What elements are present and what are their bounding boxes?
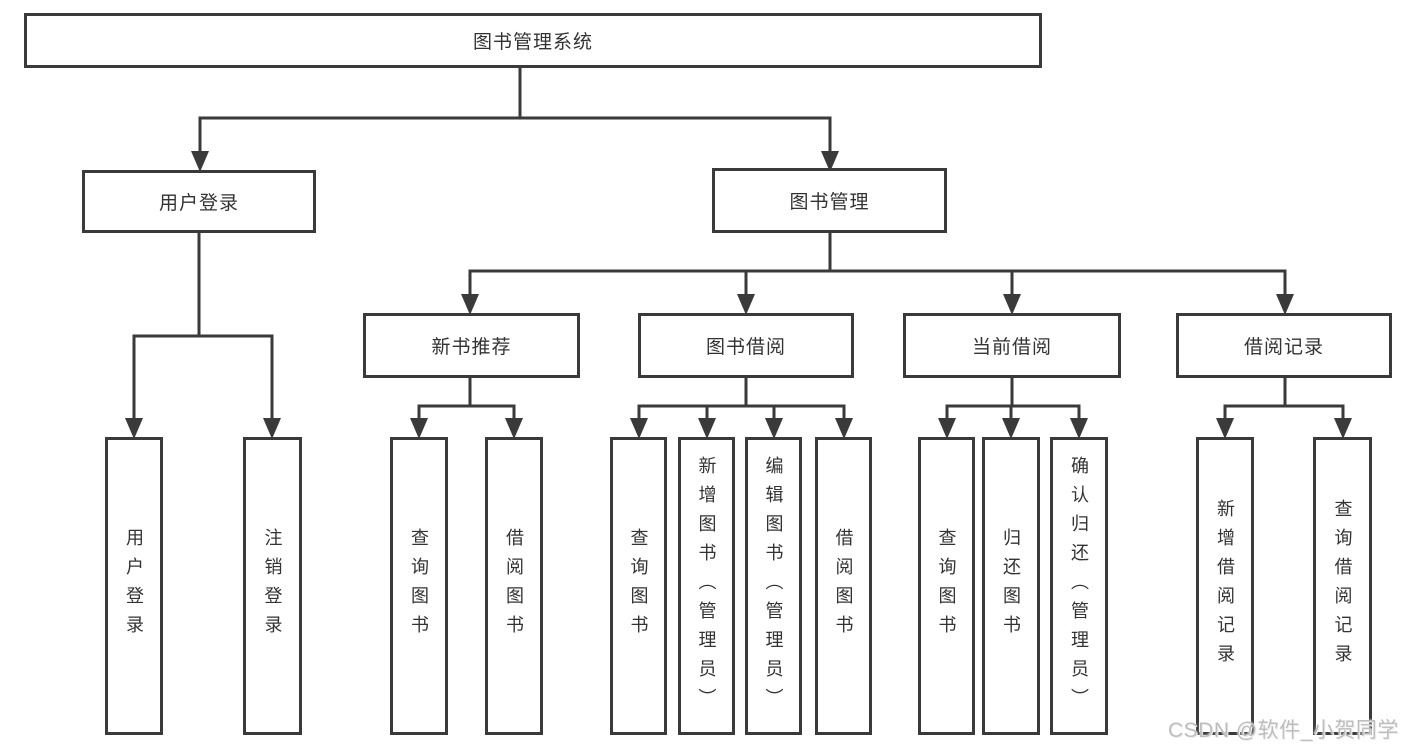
node-leaf-return-book: 归还图书 bbox=[982, 437, 1040, 735]
arrowhead-icon bbox=[765, 418, 783, 439]
node-new-book-recommend: 新书推荐 bbox=[363, 313, 580, 378]
arrowhead-icon bbox=[1070, 418, 1088, 439]
node-book-management-label: 图书管理 bbox=[789, 192, 870, 213]
node-leaf-edit-book-admin: 编辑图书（管理员） bbox=[745, 437, 802, 735]
node-root-label: 图书管理系统 bbox=[472, 32, 593, 53]
node-leaf-borrow-book-borrowing: 借阅图书 bbox=[815, 437, 872, 735]
node-leaf-return-book-label: 归还图书 bbox=[1001, 528, 1021, 644]
arrowhead-icon bbox=[191, 151, 209, 172]
arrowhead-icon bbox=[698, 418, 716, 439]
node-leaf-query-borrow-record: 查询借阅记录 bbox=[1313, 437, 1372, 735]
arrowhead-icon bbox=[1003, 294, 1021, 315]
node-book-borrowing: 图书借阅 bbox=[638, 313, 854, 378]
node-root: 图书管理系统 bbox=[24, 13, 1042, 68]
node-leaf-query-book-recommend-label: 查询图书 bbox=[409, 528, 429, 644]
node-leaf-edit-book-admin-label: 编辑图书（管理员） bbox=[763, 455, 784, 717]
node-leaf-logout: 注销登录 bbox=[243, 437, 302, 735]
node-leaf-borrow-book-borrowing-label: 借阅图书 bbox=[833, 528, 854, 644]
arrowhead-icon bbox=[1334, 418, 1352, 439]
node-leaf-add-borrow-record-label: 新增借阅记录 bbox=[1215, 499, 1235, 673]
arrowhead-icon bbox=[938, 418, 956, 439]
node-leaf-logout-label: 注销登录 bbox=[262, 528, 283, 644]
node-leaf-query-borrow-record-label: 查询借阅记录 bbox=[1332, 499, 1353, 673]
node-book-management: 图书管理 bbox=[712, 168, 947, 233]
node-leaf-query-book-current: 查询图书 bbox=[918, 437, 975, 735]
node-leaf-user-login-label: 用户登录 bbox=[124, 528, 144, 644]
csdn-watermark: CSDN @软件_小贺同学 bbox=[1168, 719, 1399, 742]
node-current-borrowing: 当前借阅 bbox=[903, 313, 1121, 378]
arrowhead-icon bbox=[505, 418, 523, 439]
node-book-borrowing-label: 图书借阅 bbox=[705, 337, 786, 358]
arrowhead-icon bbox=[737, 294, 755, 315]
node-leaf-confirm-return-admin-label: 确认归还（管理员） bbox=[1069, 455, 1089, 717]
node-new-book-recommend-label: 新书推荐 bbox=[431, 337, 512, 358]
node-borrow-records-label: 借阅记录 bbox=[1243, 337, 1324, 358]
node-leaf-borrow-book-recommend: 借阅图书 bbox=[485, 437, 543, 735]
arrowhead-icon bbox=[835, 418, 853, 439]
node-current-borrowing-label: 当前借阅 bbox=[971, 337, 1052, 358]
node-leaf-confirm-return-admin: 确认归还（管理员） bbox=[1050, 437, 1108, 735]
node-borrow-records: 借阅记录 bbox=[1176, 313, 1392, 378]
node-leaf-add-borrow-record: 新增借阅记录 bbox=[1196, 437, 1254, 735]
node-leaf-query-book-borrowing-label: 查询图书 bbox=[628, 528, 649, 644]
arrowhead-icon bbox=[263, 418, 281, 439]
node-user-login: 用户登录 bbox=[82, 170, 316, 233]
node-leaf-add-book-admin-label: 新增图书（管理员） bbox=[696, 455, 717, 717]
node-leaf-query-book-current-label: 查询图书 bbox=[936, 528, 957, 644]
node-user-login-label: 用户登录 bbox=[158, 193, 239, 214]
node-leaf-query-book-recommend: 查询图书 bbox=[390, 437, 448, 735]
node-leaf-add-book-admin: 新增图书（管理员） bbox=[678, 437, 735, 735]
arrowhead-icon bbox=[1276, 294, 1294, 315]
arrowhead-icon bbox=[1216, 418, 1234, 439]
arrowhead-icon bbox=[630, 418, 648, 439]
node-leaf-query-book-borrowing: 查询图书 bbox=[610, 437, 667, 735]
node-leaf-user-login: 用户登录 bbox=[105, 437, 163, 735]
arrowhead-icon bbox=[461, 294, 479, 315]
arrowhead-icon bbox=[410, 418, 428, 439]
arrowhead-icon bbox=[125, 418, 143, 439]
arrowhead-icon bbox=[1002, 418, 1020, 439]
arrowhead-icon bbox=[821, 151, 839, 172]
node-leaf-borrow-book-recommend-label: 借阅图书 bbox=[504, 528, 524, 644]
